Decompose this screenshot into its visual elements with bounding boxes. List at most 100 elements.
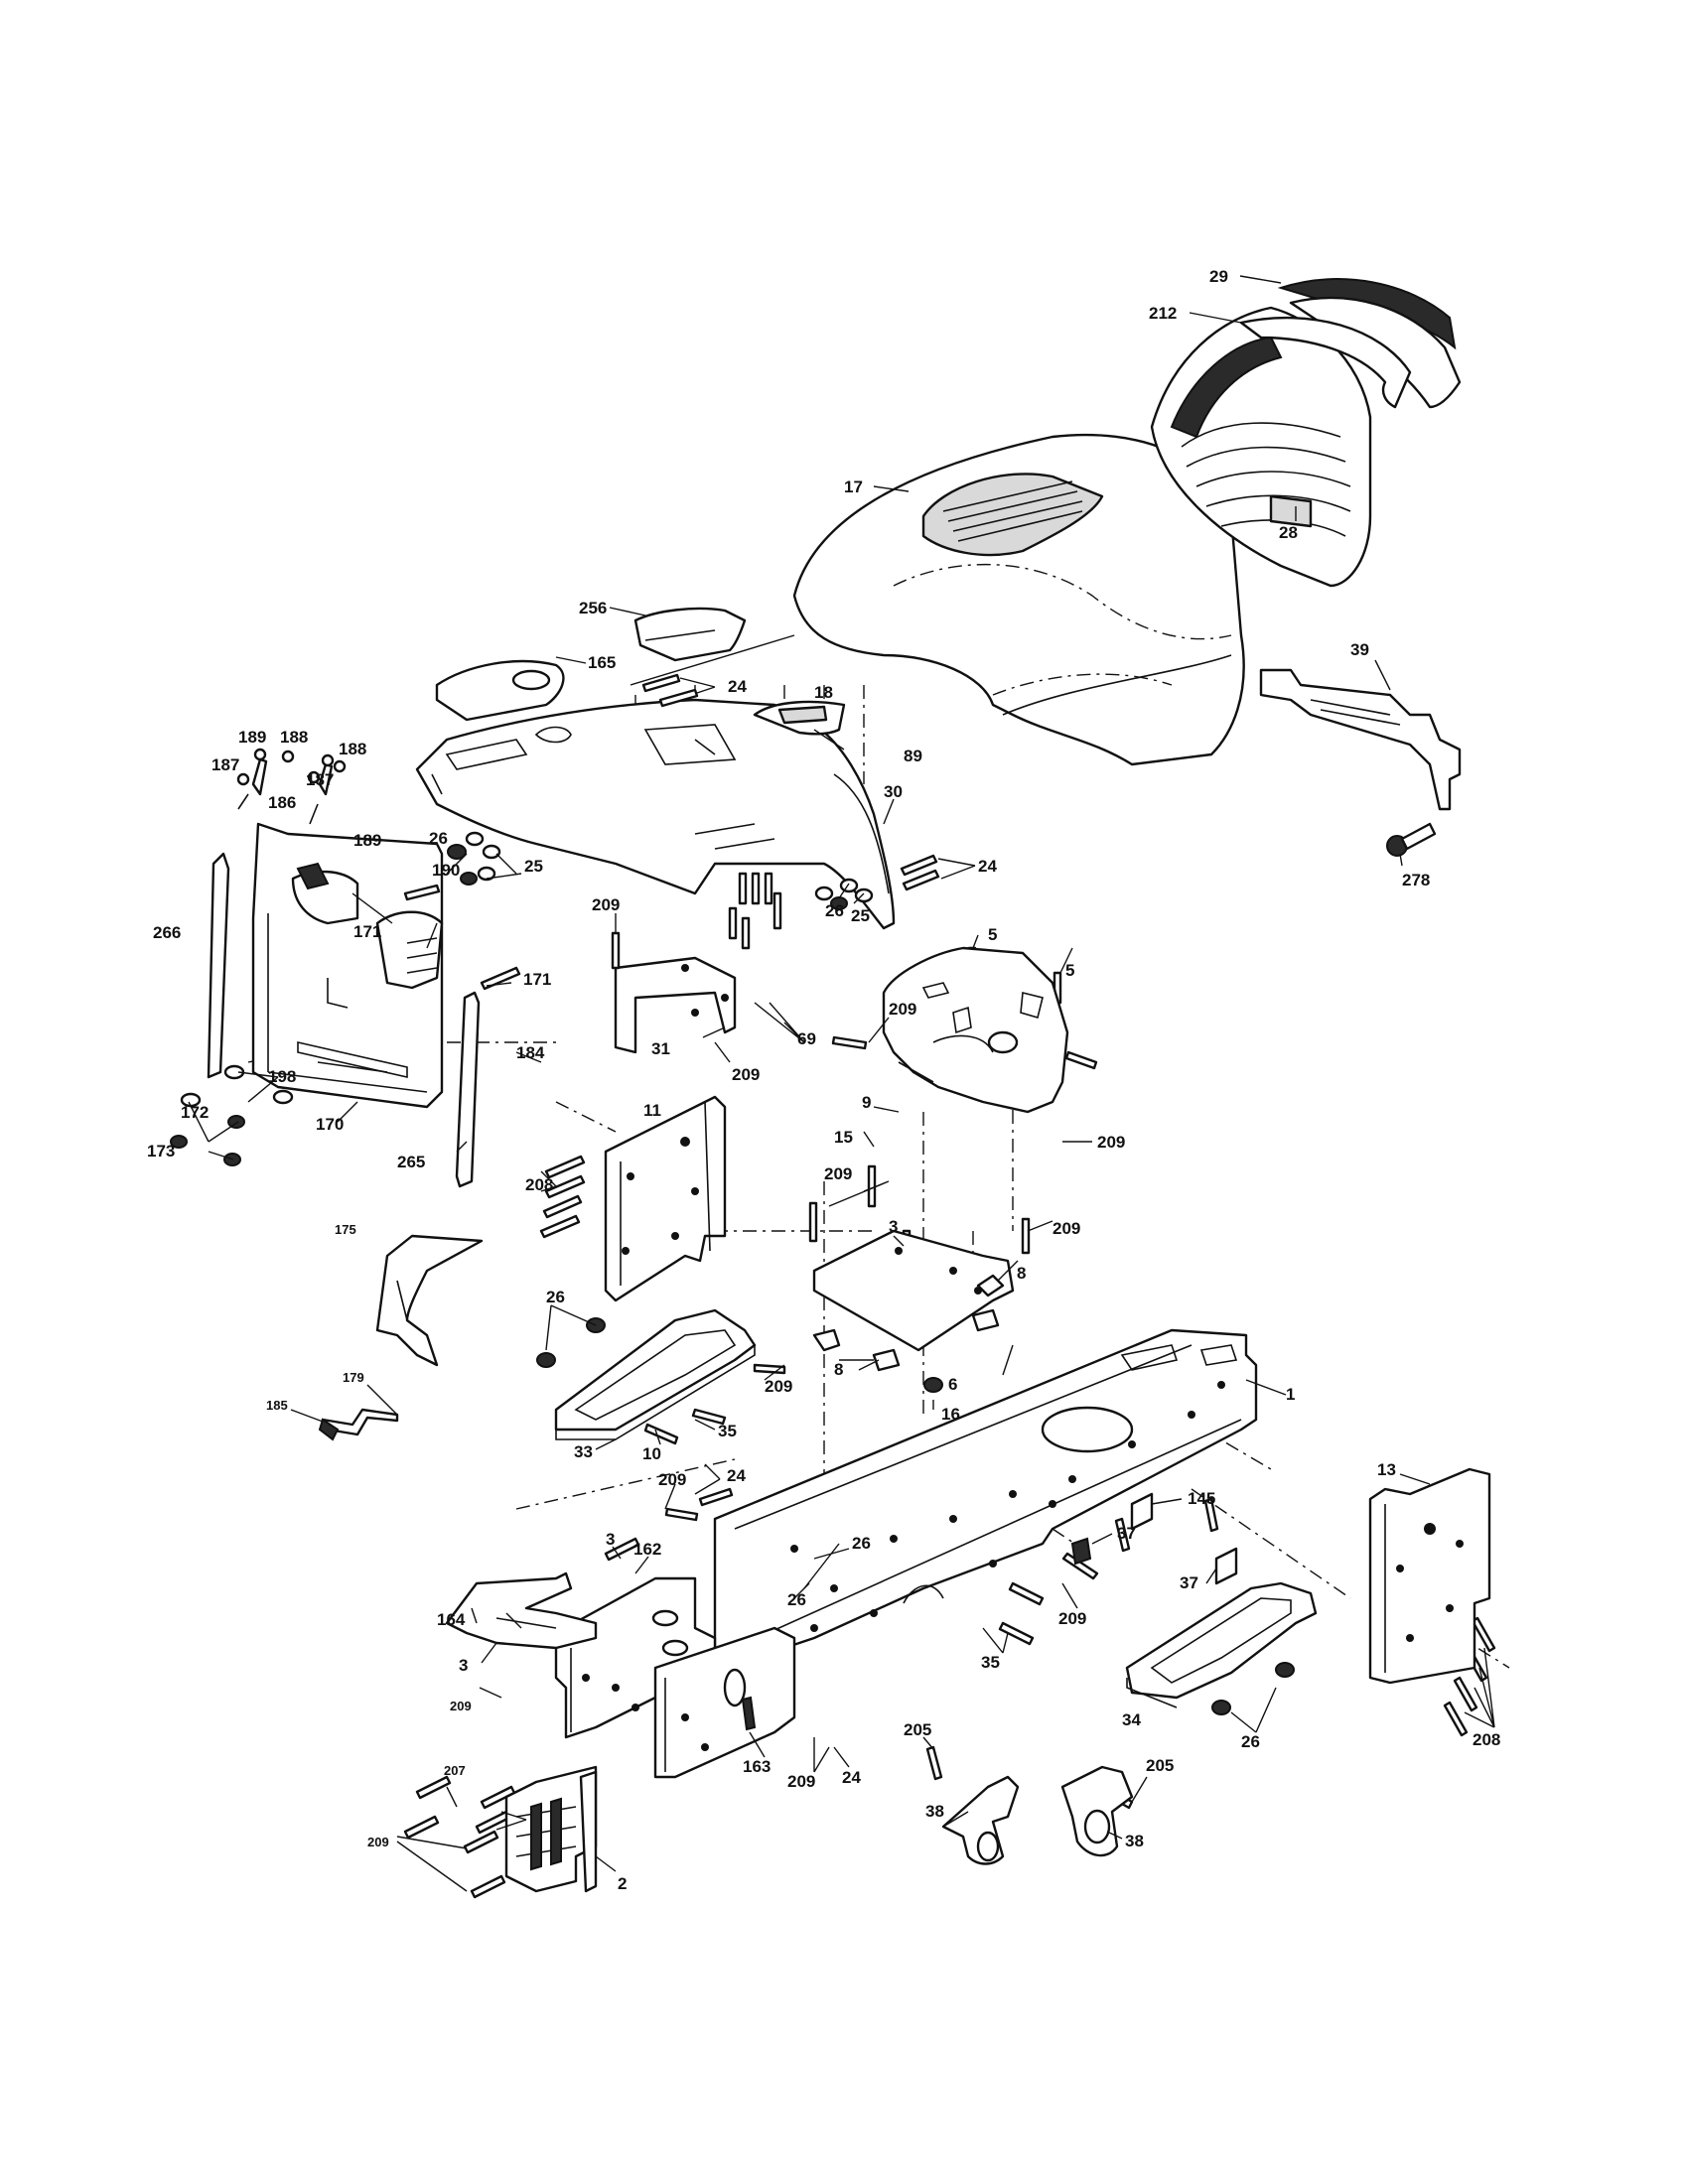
callout-5-b: 5 xyxy=(1065,961,1074,980)
callout-labels: 29 212 17 28 256 165 24 18 89 39 278 189… xyxy=(147,267,1500,1893)
callout-8-b: 8 xyxy=(834,1360,843,1379)
hood xyxy=(792,433,1245,766)
side-trim-left xyxy=(207,852,230,1079)
callout-209-e: 209 xyxy=(824,1164,852,1183)
front-axle-bracket xyxy=(653,1626,796,1779)
callout-16: 16 xyxy=(941,1405,960,1424)
battery-plate xyxy=(812,1229,1015,1372)
main-frame xyxy=(713,1328,1258,1670)
callout-208-a: 208 xyxy=(525,1175,553,1194)
callout-35-b: 35 xyxy=(981,1653,1000,1672)
callout-8-a: 8 xyxy=(1017,1264,1026,1283)
callout-188-b: 188 xyxy=(339,740,366,758)
bracket-right xyxy=(1060,1765,1134,1857)
callout-25-b: 25 xyxy=(851,906,870,925)
callout-179: 179 xyxy=(343,1370,364,1385)
callout-5-a: 5 xyxy=(988,925,997,944)
callout-209-l: 209 xyxy=(367,1835,389,1849)
callout-26-a: 26 xyxy=(429,829,448,848)
callout-3-c: 3 xyxy=(459,1656,468,1675)
callout-6: 6 xyxy=(948,1375,957,1394)
callout-3-b: 3 xyxy=(606,1530,615,1549)
callout-209-b: 209 xyxy=(889,1000,916,1019)
callout-15: 15 xyxy=(834,1128,853,1147)
callout-189-a: 189 xyxy=(238,728,266,747)
callout-1: 1 xyxy=(1286,1385,1295,1404)
callout-209-j: 209 xyxy=(450,1699,472,1713)
callout-9: 9 xyxy=(862,1093,871,1112)
callout-26-c: 26 xyxy=(546,1288,565,1306)
callout-186: 186 xyxy=(268,793,296,812)
callout-170: 170 xyxy=(316,1115,344,1134)
callout-69: 69 xyxy=(797,1029,816,1048)
callout-89: 89 xyxy=(904,747,922,765)
callout-209-h: 209 xyxy=(658,1470,686,1489)
callout-165: 165 xyxy=(588,653,616,672)
dash-panel xyxy=(415,698,896,930)
callout-189-b: 189 xyxy=(353,831,381,850)
side-panel-right xyxy=(1368,1467,1491,1685)
callout-205-b: 205 xyxy=(1146,1756,1174,1775)
callout-26-f: 26 xyxy=(1241,1732,1260,1751)
callout-3-a: 3 xyxy=(889,1217,898,1236)
callout-209-g: 209 xyxy=(765,1377,792,1396)
callout-29: 29 xyxy=(1209,267,1228,286)
callout-35-a: 35 xyxy=(718,1422,737,1440)
callout-209-a: 209 xyxy=(592,895,620,914)
callout-24-d: 24 xyxy=(842,1768,861,1787)
callout-187-b: 187 xyxy=(306,770,334,789)
callout-145: 145 xyxy=(1188,1489,1215,1508)
callout-17: 17 xyxy=(844,478,863,496)
throttle-linkage xyxy=(236,748,347,825)
callout-266: 266 xyxy=(153,923,181,942)
lever xyxy=(318,1408,399,1441)
callout-171-b: 171 xyxy=(523,970,551,989)
callout-209-d: 209 xyxy=(1097,1133,1125,1152)
front-plate xyxy=(504,1765,598,1893)
callout-185: 185 xyxy=(266,1398,288,1413)
callout-24-b: 24 xyxy=(978,857,997,876)
callout-175: 175 xyxy=(335,1222,356,1237)
bracket-left xyxy=(941,1775,1020,1865)
callout-187-a: 187 xyxy=(211,755,239,774)
callout-209-f: 209 xyxy=(1052,1219,1080,1238)
callout-164: 164 xyxy=(437,1610,466,1629)
grille xyxy=(1150,306,1372,588)
callout-173: 173 xyxy=(147,1142,175,1160)
callout-2: 2 xyxy=(618,1874,627,1893)
callout-26-e: 26 xyxy=(787,1590,806,1609)
callout-34: 34 xyxy=(1122,1710,1141,1729)
callout-209-c: 209 xyxy=(732,1065,760,1084)
callout-265: 265 xyxy=(397,1153,425,1171)
side-panel-left xyxy=(604,1095,727,1302)
callout-163: 163 xyxy=(743,1757,771,1776)
callout-18: 18 xyxy=(814,683,833,702)
shield xyxy=(375,1234,484,1367)
callout-26-b: 26 xyxy=(825,901,844,920)
callout-38-a: 38 xyxy=(925,1802,944,1821)
dash-support-bracket xyxy=(614,956,737,1054)
callout-38-b: 38 xyxy=(1125,1832,1144,1850)
callout-278: 278 xyxy=(1402,871,1430,889)
callout-26-d: 26 xyxy=(852,1534,871,1553)
callout-162: 162 xyxy=(633,1540,661,1559)
callout-37-a: 37 xyxy=(1117,1524,1136,1543)
battery-cover xyxy=(633,607,747,662)
callout-33: 33 xyxy=(574,1442,593,1461)
callout-190: 190 xyxy=(432,861,460,880)
callout-208-b: 208 xyxy=(1473,1730,1500,1749)
callout-184: 184 xyxy=(516,1043,545,1062)
hitch-plate xyxy=(445,1571,598,1650)
callout-205-a: 205 xyxy=(904,1720,931,1739)
callout-25-a: 25 xyxy=(524,857,543,876)
callout-188-a: 188 xyxy=(280,728,308,747)
callout-171-a: 171 xyxy=(353,922,381,941)
callout-37-b: 37 xyxy=(1180,1573,1198,1592)
callout-24-a: 24 xyxy=(728,677,747,696)
instrument-panel xyxy=(251,822,444,1109)
callout-13: 13 xyxy=(1377,1460,1396,1479)
bolt-278 xyxy=(1386,822,1437,857)
callout-212: 212 xyxy=(1149,304,1177,323)
side-trim-right xyxy=(455,991,481,1188)
